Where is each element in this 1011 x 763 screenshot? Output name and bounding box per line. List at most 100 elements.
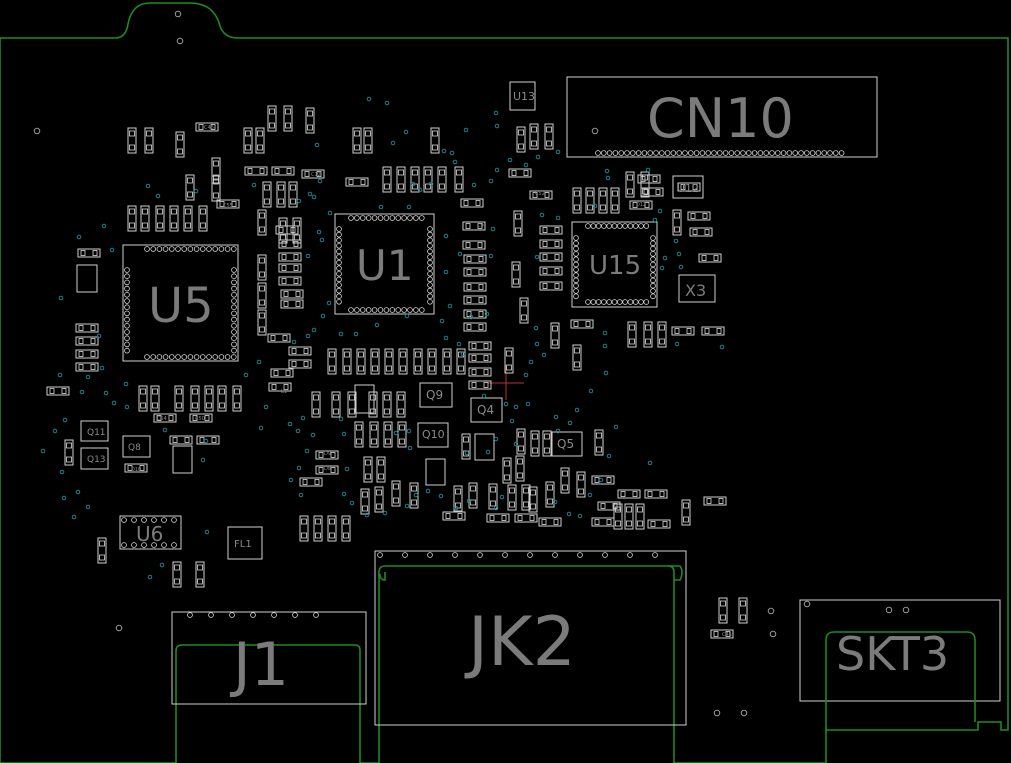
chip-pad	[629, 324, 635, 331]
chip-pad	[702, 213, 708, 219]
chip-pad	[483, 369, 489, 375]
chip-pad	[140, 388, 146, 395]
chip-pad	[293, 254, 299, 260]
chip-pad	[521, 314, 527, 321]
chip-part	[513, 210, 523, 237]
via	[490, 226, 496, 232]
label-c9: C9	[477, 223, 484, 229]
chip-pad	[606, 519, 612, 525]
chip-pad	[142, 222, 148, 229]
u5-outline	[122, 244, 239, 362]
ic-pin	[552, 552, 558, 558]
chip-part	[398, 348, 408, 375]
chip-pad	[385, 424, 391, 431]
ic-pin	[336, 254, 342, 260]
ic-pin	[687, 150, 694, 156]
chip-part	[511, 261, 521, 288]
ic-pin	[650, 240, 656, 247]
chip-pad	[210, 124, 216, 130]
chip-pad	[596, 432, 602, 439]
chip-pad	[278, 198, 284, 205]
ic-pin	[827, 150, 833, 156]
chip-pad	[280, 234, 286, 241]
chip-pad	[318, 467, 324, 473]
chip-part	[288, 359, 312, 369]
ic-pin	[427, 293, 433, 300]
chip-part	[463, 322, 487, 332]
chip-pad	[725, 631, 731, 637]
ic-pin	[427, 276, 433, 283]
chip-part	[468, 380, 492, 390]
via	[449, 150, 455, 156]
chip-pad	[78, 364, 84, 370]
chip-pad	[532, 433, 538, 440]
via	[587, 492, 593, 498]
chip-part	[397, 421, 407, 448]
chip-pad	[269, 108, 275, 115]
chip-pad	[542, 283, 548, 289]
chip-pad	[489, 515, 495, 521]
via	[382, 510, 388, 516]
via	[657, 208, 663, 214]
ic-pin	[832, 150, 839, 156]
chip-part	[519, 297, 529, 324]
u6-outline	[119, 515, 182, 550]
chip-pad	[713, 631, 719, 637]
chip-pad	[199, 437, 205, 443]
mounting-hole	[769, 630, 777, 638]
chip-pad	[439, 183, 445, 190]
via	[251, 182, 257, 188]
chip-pad	[425, 169, 431, 176]
ic-pin	[231, 273, 237, 280]
chip-pad	[283, 384, 289, 390]
via	[410, 181, 416, 187]
via	[425, 488, 431, 494]
jk2-cutout	[379, 565, 683, 581]
chip-pad	[547, 484, 553, 491]
chip-part	[570, 319, 594, 329]
chip-pad	[680, 184, 686, 190]
chip-part	[486, 513, 510, 523]
chip-pad	[594, 519, 600, 525]
via	[305, 253, 311, 259]
chip-part	[278, 239, 302, 249]
label-q13: Q13	[87, 455, 106, 465]
via	[484, 311, 490, 317]
chip-pad	[234, 388, 240, 395]
via	[574, 407, 580, 413]
via	[523, 372, 529, 378]
chip-part	[376, 456, 386, 483]
chip-pad	[626, 520, 632, 527]
chip-pad	[674, 328, 680, 334]
ic-pin	[395, 215, 402, 221]
via	[203, 438, 209, 444]
chip-part	[216, 199, 240, 209]
via	[493, 436, 499, 442]
chip-part	[585, 187, 595, 214]
chip-part	[169, 205, 179, 232]
ic-pin	[757, 150, 764, 156]
u12-outline	[672, 175, 704, 199]
ic-pin	[348, 307, 354, 313]
chip-pad	[542, 268, 548, 274]
chip-pad	[659, 324, 665, 331]
chip-pad	[554, 254, 560, 260]
via	[390, 140, 396, 146]
via	[124, 404, 130, 410]
via	[75, 489, 81, 495]
chip-part	[437, 166, 447, 193]
ic-pin	[728, 150, 735, 156]
chip-part	[539, 252, 563, 262]
via	[463, 127, 469, 133]
chip-part	[689, 227, 713, 237]
chip-pad	[615, 520, 621, 527]
chip-pad	[344, 365, 350, 372]
chip-pad	[552, 339, 558, 346]
ic-pin	[151, 517, 157, 523]
ic-pin	[359, 307, 366, 313]
chip-part	[280, 289, 304, 299]
chip-pad	[285, 108, 291, 115]
chip-pad	[376, 503, 382, 510]
chip-part	[460, 198, 484, 208]
